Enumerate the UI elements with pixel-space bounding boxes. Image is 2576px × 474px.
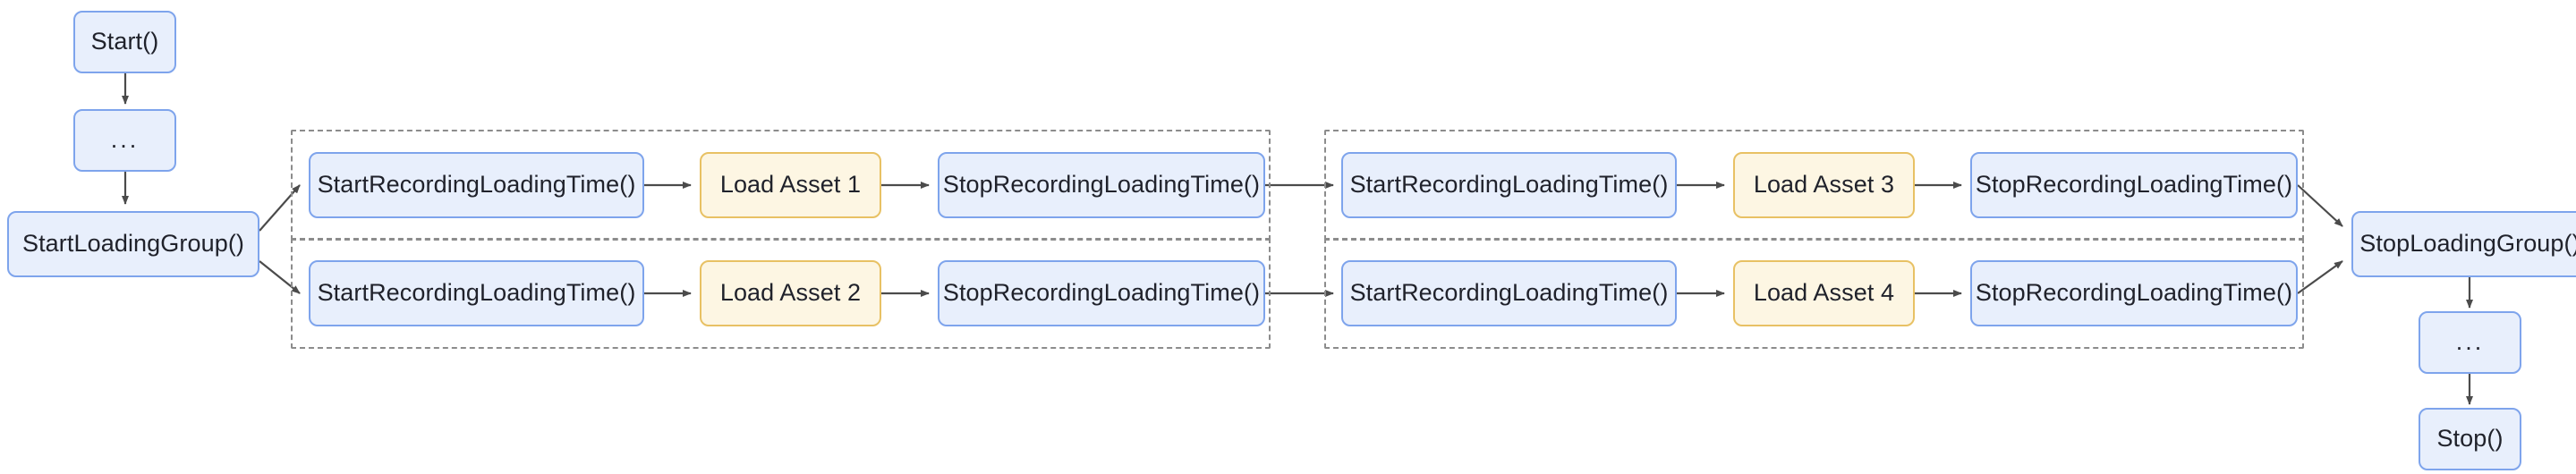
node-g2r2-load-asset[interactable]: Load Asset 4 xyxy=(1733,260,1915,326)
node-stop-loading-group[interactable]: StopLoadingGroup() xyxy=(2351,211,2576,277)
subgraph-group-2-row-2 xyxy=(1324,238,2304,349)
node-g1r1-stop-recording[interactable]: StopRecordingLoadingTime() xyxy=(938,152,1265,218)
node-g1r2-stop-recording[interactable]: StopRecordingLoadingTime() xyxy=(938,260,1265,326)
node-g2r2-stop-recording[interactable]: StopRecordingLoadingTime() xyxy=(1970,260,2298,326)
node-g2r1-stop-recording[interactable]: StopRecordingLoadingTime() xyxy=(1970,152,2298,218)
subgraph-group-2-row-1 xyxy=(1324,130,2304,241)
node-stop[interactable]: Stop() xyxy=(2419,408,2521,470)
node-start-loading-group[interactable]: StartLoadingGroup() xyxy=(7,211,259,277)
node-g1r1-start-recording[interactable]: StartRecordingLoadingTime() xyxy=(309,152,644,218)
node-g2r1-start-recording[interactable]: StartRecordingLoadingTime() xyxy=(1341,152,1677,218)
node-g2r1-load-asset[interactable]: Load Asset 3 xyxy=(1733,152,1915,218)
node-g1r2-load-asset[interactable]: Load Asset 2 xyxy=(700,260,881,326)
node-start[interactable]: Start() xyxy=(73,11,176,73)
edge-g2r2-to-stoploadinggroup xyxy=(2297,260,2343,294)
subgraph-group-1-row-1 xyxy=(291,130,1271,241)
node-post-ellipsis[interactable]: ... xyxy=(2419,311,2521,374)
subgraph-group-1-row-2 xyxy=(291,238,1271,349)
node-g1r2-start-recording[interactable]: StartRecordingLoadingTime() xyxy=(309,260,644,326)
node-g1r1-load-asset[interactable]: Load Asset 1 xyxy=(700,152,881,218)
edge-g2r1-to-stoploadinggroup xyxy=(2297,184,2343,227)
node-g2r2-start-recording[interactable]: StartRecordingLoadingTime() xyxy=(1341,260,1677,326)
node-pre-ellipsis[interactable]: ... xyxy=(73,109,176,172)
